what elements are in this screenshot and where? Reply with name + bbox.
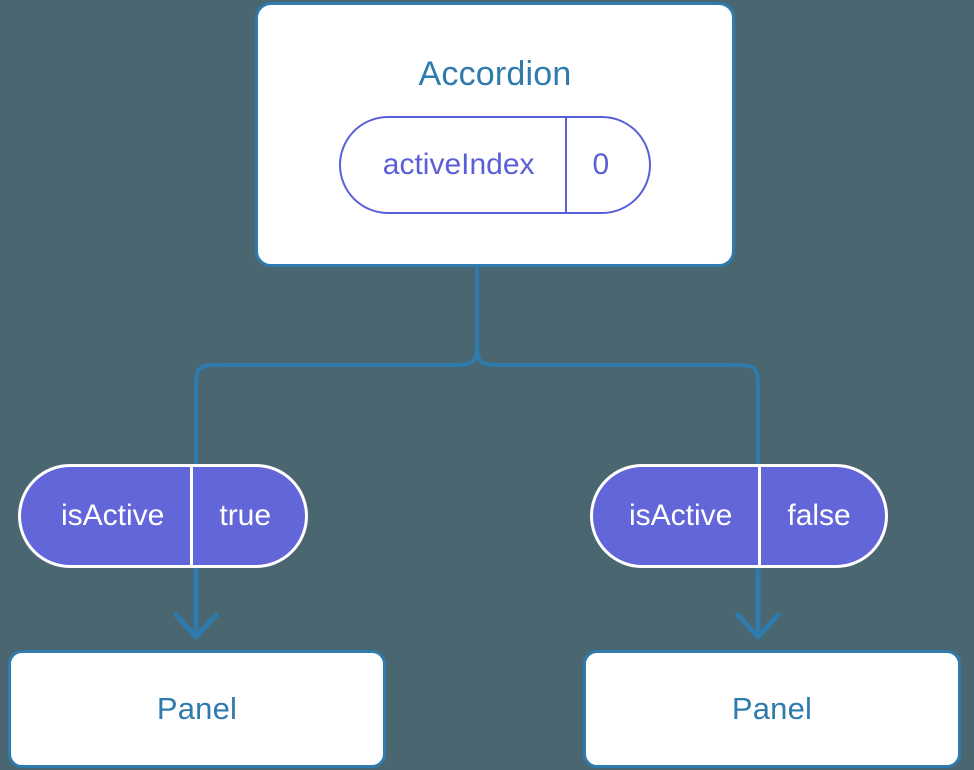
panel-card-title-left: Panel	[156, 691, 238, 726]
accordion-card-title: Accordion	[418, 55, 572, 93]
state-pill-key: activeIndex	[341, 118, 567, 212]
prop-pill-value-right: false	[787, 499, 851, 532]
panel-card-title-right: Panel	[731, 691, 813, 726]
prop-pill-key-right: isActive	[593, 467, 762, 565]
prop-pill-is-active-left[interactable]: isActive true	[18, 464, 309, 568]
state-pill-value: 0	[592, 148, 610, 181]
panel-component-card-left[interactable]: Panel	[8, 650, 386, 768]
prop-pill-key-left: isActive	[21, 467, 194, 565]
prop-pill-value-left: true	[219, 499, 272, 532]
panel-component-card-right[interactable]: Panel	[583, 650, 961, 768]
connector-fork-path-right	[475, 335, 760, 472]
state-pill-active-index[interactable]: activeIndex 0	[338, 116, 652, 214]
arrow-head-right-icon	[735, 612, 781, 640]
prop-pill-is-active-right[interactable]: isActive false	[590, 464, 888, 568]
arrow-head-left-icon	[173, 612, 219, 640]
connector-fork-path	[194, 264, 479, 472]
accordion-component-card[interactable]: Accordion activeIndex 0	[255, 2, 735, 267]
